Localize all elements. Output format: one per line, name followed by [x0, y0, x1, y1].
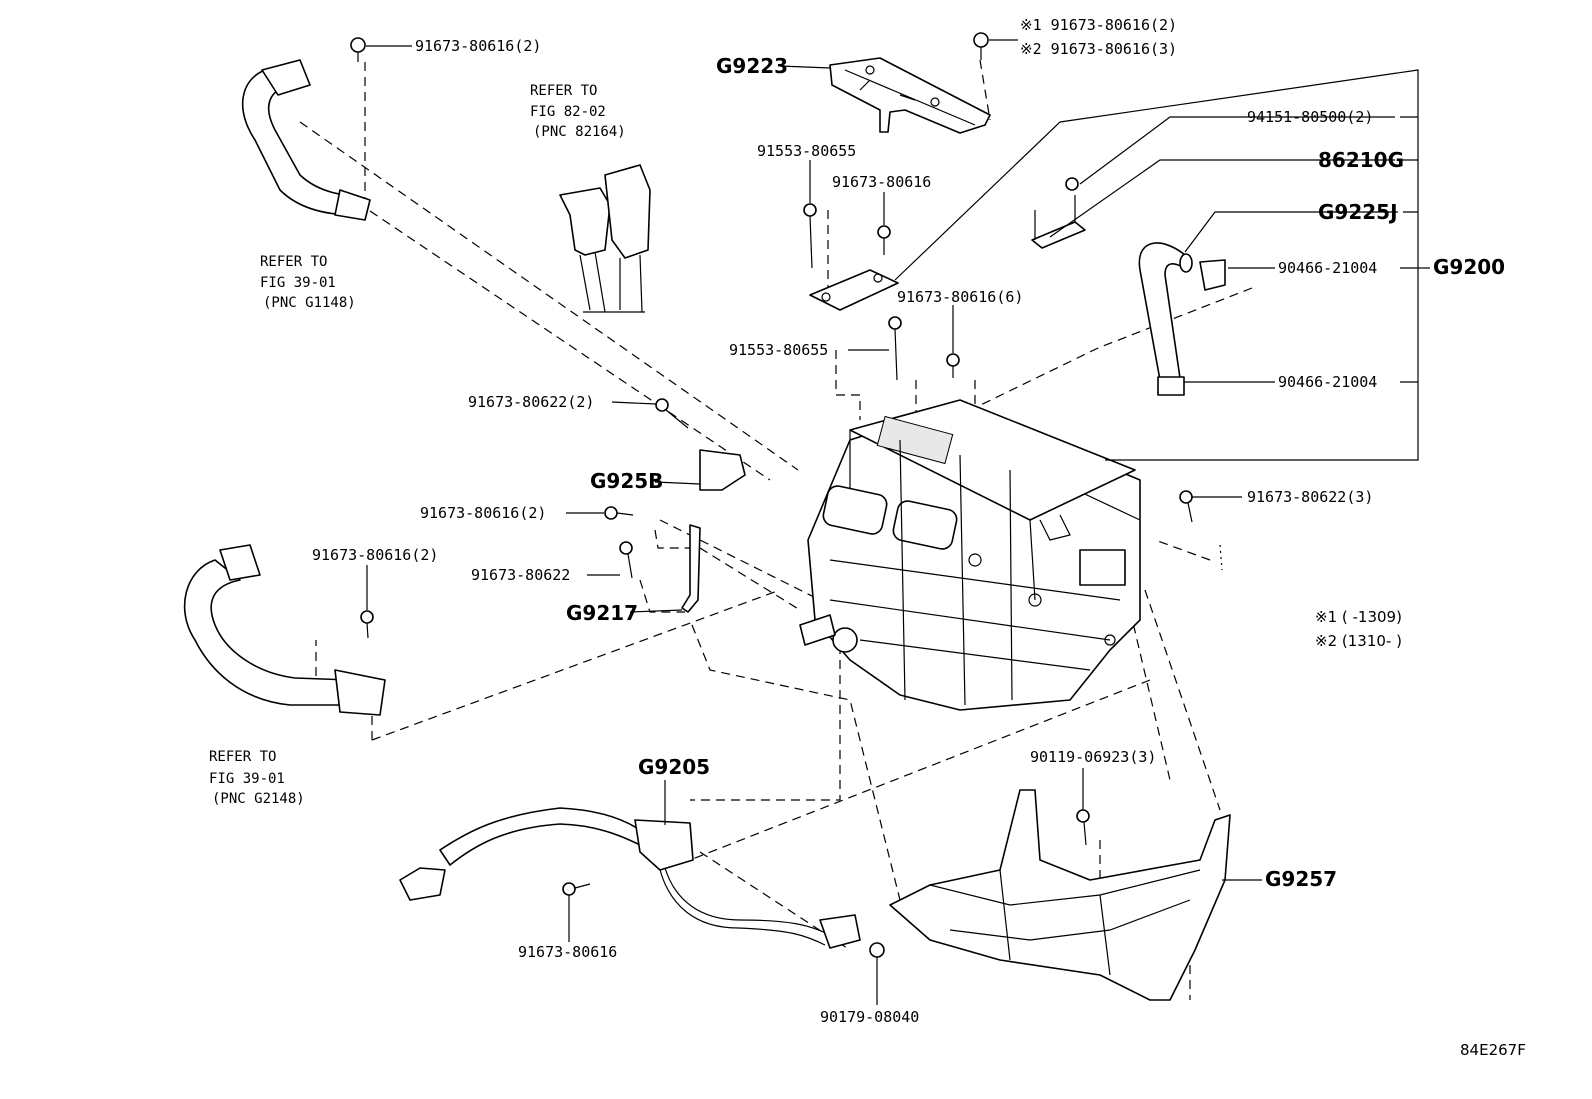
bolt-icon [619, 541, 633, 579]
plate-bracket [809, 269, 899, 311]
nut-icon [1065, 177, 1079, 191]
label-g9217: G9217 [566, 601, 638, 625]
bolt-icon [562, 882, 591, 896]
bolt-icon [360, 610, 374, 639]
label-g9223: G9223 [716, 54, 788, 78]
bolt-icon [655, 398, 689, 429]
label-91673-80616-2-top-left: 91673-80616(2) [415, 37, 541, 55]
refer-82-line1: REFER TO [530, 83, 597, 99]
cover-g9223 [829, 57, 991, 134]
bolt-icon [973, 32, 989, 60]
part-labels: 91673-80616(2) REFER TO FIG 82-02 (PNC 8… [209, 16, 1526, 1059]
label-91553-80655-a: 91553-80655 [757, 142, 856, 160]
tray-g9257 [889, 789, 1231, 1001]
nut-icon [869, 942, 885, 958]
label-91673-80616-6: 91673-80616(6) [897, 288, 1023, 306]
note-1: ※1 ( -1309) [1315, 608, 1402, 626]
bolt-icon [350, 37, 366, 62]
refer-g1148-line3: (PNC G1148) [263, 295, 356, 311]
bolt-icon [604, 506, 634, 520]
hose-upper-left [241, 59, 371, 221]
hose-g9225j [1138, 242, 1226, 396]
label-top-note2-bolt: ※2 91673-80616(3) [1020, 40, 1177, 58]
bracket-g925b [699, 449, 746, 491]
label-91673-80622-3: 91673-80622(3) [1247, 488, 1373, 506]
bracket-g9217 [681, 524, 701, 613]
label-g9257: G9257 [1265, 867, 1337, 891]
bolt-icon [1179, 490, 1193, 523]
refer-g1148-line2: FIG 39-01 [260, 275, 336, 291]
label-94151-80500: 94151-80500(2) [1247, 108, 1373, 126]
refer-g2148-line3: (PNC G2148) [212, 791, 305, 807]
bolt-icon [946, 353, 960, 378]
label-90466-21004-b: 90466-21004 [1278, 373, 1377, 391]
diagram-id: 84E267F [1460, 1041, 1526, 1059]
label-90119-06923-3: 90119-06923(3) [1030, 748, 1156, 766]
connector-fig-82-02 [559, 164, 651, 313]
label-91673-80616-bottom: 91673-80616 [518, 943, 617, 961]
bolt-icon [888, 316, 902, 381]
label-g9205: G9205 [638, 755, 710, 779]
fasteners [350, 32, 1193, 958]
refer-g2148-line2: FIG 39-01 [209, 771, 285, 787]
label-g9200: G9200 [1433, 255, 1505, 279]
bolt-icon [1076, 809, 1090, 846]
leader-lines [366, 39, 1430, 1005]
label-91673-80616-mid: 91673-80616 [832, 173, 931, 191]
label-90179-08040: 90179-08040 [820, 1008, 919, 1026]
bracket-86210g [1031, 195, 1086, 249]
label-g9225j: G9225J [1318, 200, 1398, 224]
label-top-note1-bolt: ※1 91673-80616(2) [1020, 16, 1177, 34]
label-86210g: 86210G [1318, 148, 1404, 172]
label-g925b: G925B [590, 469, 663, 493]
hose-lower-left [183, 544, 386, 716]
inverter-assembly-g9200 [799, 399, 1141, 711]
refer-g1148-line1: REFER TO [260, 254, 327, 270]
cable-g9205 [399, 807, 861, 949]
label-90466-21004-a: 90466-21004 [1278, 259, 1377, 277]
note-2: ※2 (1310- ) [1315, 632, 1402, 650]
refer-82-line3: (PNC 82164) [533, 124, 626, 140]
bolt-icon [803, 203, 817, 269]
assembly-guide-lines [299, 59, 1253, 1000]
bolt-icon [877, 225, 891, 255]
label-91673-80616-2-left: 91673-80616(2) [312, 546, 438, 564]
refer-82-line2: FIG 82-02 [530, 104, 606, 120]
refer-g2148-line1: REFER TO [209, 749, 276, 765]
label-91673-80622-2: 91673-80622(2) [468, 393, 594, 411]
label-91553-80655-b: 91553-80655 [729, 341, 828, 359]
label-91673-80622: 91673-80622 [471, 566, 570, 584]
label-91673-80616-2-mid: 91673-80616(2) [420, 504, 546, 522]
